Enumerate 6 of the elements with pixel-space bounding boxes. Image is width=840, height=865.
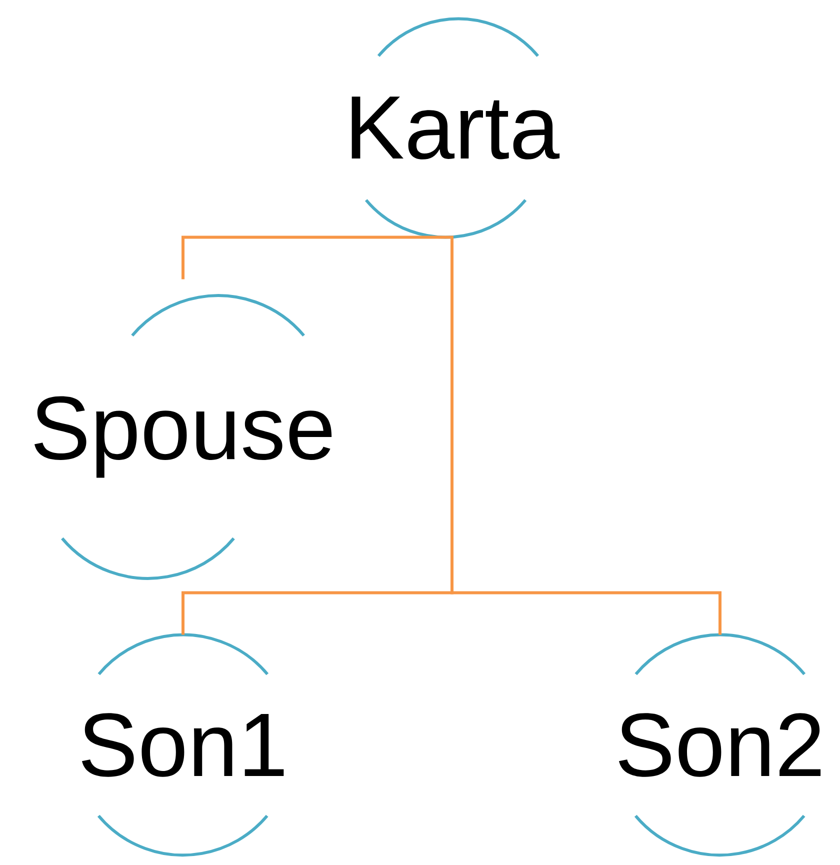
circle-node: Son2	[619, 633, 821, 857]
connector-line	[182, 236, 454, 280]
circle-node: Karta	[352, 17, 560, 239]
circle-node: Son1	[82, 633, 284, 857]
connector-line	[450, 240, 722, 635]
circle-node: Spouse	[34, 294, 332, 580]
